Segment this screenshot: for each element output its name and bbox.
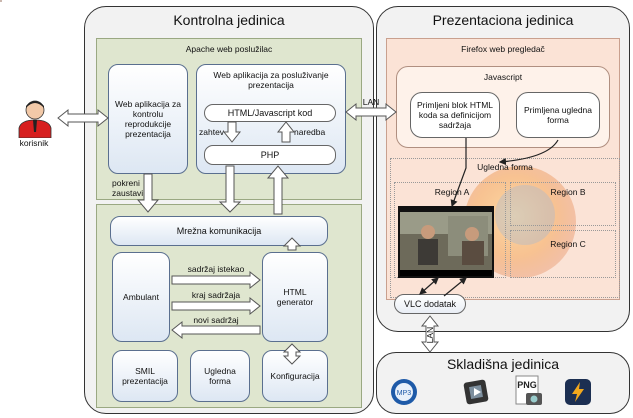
request-label: zahtev <box>199 127 225 137</box>
sample-form-label: Ugledna forma <box>204 365 236 386</box>
presentation-unit-title: Prezentaciona jedinica <box>432 12 574 28</box>
ambulant-box: Ambulant <box>112 252 170 342</box>
received-form-label: Primljena ugledna forma <box>523 104 593 125</box>
content-expired-label: sadržaj istekao <box>187 264 245 274</box>
html-to-php-arrow <box>222 121 242 143</box>
smil-presentation-box: SMIL prezentacija <box>112 350 178 402</box>
content-end-label: kraj sadržaja <box>191 290 241 300</box>
javascript-box <box>0 0 2 2</box>
html-generator-box: HTML generator <box>262 252 328 342</box>
start-stop-arrow <box>136 173 160 213</box>
png-image-icon: PNG <box>515 375 542 405</box>
javascript-label: Javascript <box>483 72 523 82</box>
video-icon <box>463 379 489 405</box>
generator-network-arrow <box>282 237 302 251</box>
vlc-plugin-label: VLC dodatak <box>403 298 457 309</box>
web-app-serve-label: Web aplikacija za posluživanje prezentac… <box>213 70 329 91</box>
region-b-label: Region B <box>550 187 586 197</box>
php-to-html-arrow <box>276 121 296 143</box>
media-player-icon <box>565 379 591 405</box>
content-end-arrow <box>171 296 261 316</box>
lan-arrow-vertical <box>420 315 440 353</box>
content-expired-arrow <box>171 270 261 290</box>
smil-presentation-label: SMIL prezentacija <box>122 365 168 386</box>
storage-unit-title: Skladišna jedinica <box>446 356 560 372</box>
start-stop-label: pokreni zaustavi <box>112 178 144 199</box>
mp3-icon-text: MP3 <box>397 390 412 397</box>
php-label: PHP <box>260 149 280 160</box>
region-a-label: Region A <box>434 187 470 197</box>
web-app-control-label: Web aplikacija za kontrolu reprodukcije … <box>115 98 181 140</box>
vlc-video-arrow-2 <box>443 277 467 297</box>
png-icon-text: PNG <box>517 380 537 390</box>
apache-server-label: Apache web poslužilac <box>185 44 273 54</box>
new-content-label: novi sadržaj <box>193 315 239 325</box>
html-js-code-box: HTML/Javascript kod <box>204 104 336 122</box>
user-label: korisnik <box>19 138 49 148</box>
user-icon <box>18 100 52 138</box>
sample-form-area-label: Ugledna forma <box>477 162 533 172</box>
lan-label-horizontal: LAN <box>362 97 380 107</box>
received-html-label: Primljeni blok HTML koda sa definicijom … <box>416 99 494 131</box>
lan-arrow-horizontal <box>345 102 397 122</box>
firefox-browser-label: Firefox web pregledač <box>461 44 545 54</box>
configuration-label: Konfiguracija <box>270 370 320 381</box>
command-label: naredba <box>294 127 326 137</box>
new-content-arrow <box>171 320 261 340</box>
php-network-arrow-2 <box>266 165 290 215</box>
region-b <box>510 182 616 226</box>
html-js-code-label: HTML/Javascript kod <box>227 107 313 118</box>
network-communication-label: Mrežna komunikacija <box>176 225 262 236</box>
user-to-control-arrow <box>57 108 109 128</box>
ambulant-label: Ambulant <box>123 291 159 302</box>
sample-form-box: Ugledna forma <box>190 350 250 402</box>
html-generator-label: HTML generator <box>276 286 314 307</box>
form-to-sample-form-arrow <box>498 139 559 166</box>
mp3-icon: MP3 <box>391 379 417 405</box>
video-frame <box>398 206 494 278</box>
web-app-control-box: Web aplikacija za kontrolu reprodukcije … <box>108 64 188 174</box>
control-unit-title: Kontrolna jedinica <box>173 12 285 28</box>
php-box: PHP <box>204 145 336 165</box>
generator-config-arrow <box>282 343 302 365</box>
php-network-arrow-1 <box>218 165 242 213</box>
vlc-video-arrow <box>419 277 439 295</box>
html-block-to-region-arrow <box>450 138 467 208</box>
region-c-label: Region C <box>550 239 586 249</box>
received-html-box: Primljeni blok HTML koda sa definicijom … <box>410 92 500 138</box>
lan-label-vertical: LAN <box>424 326 435 344</box>
region-c <box>510 230 616 278</box>
received-form-box: Primljena ugledna forma <box>516 92 600 138</box>
